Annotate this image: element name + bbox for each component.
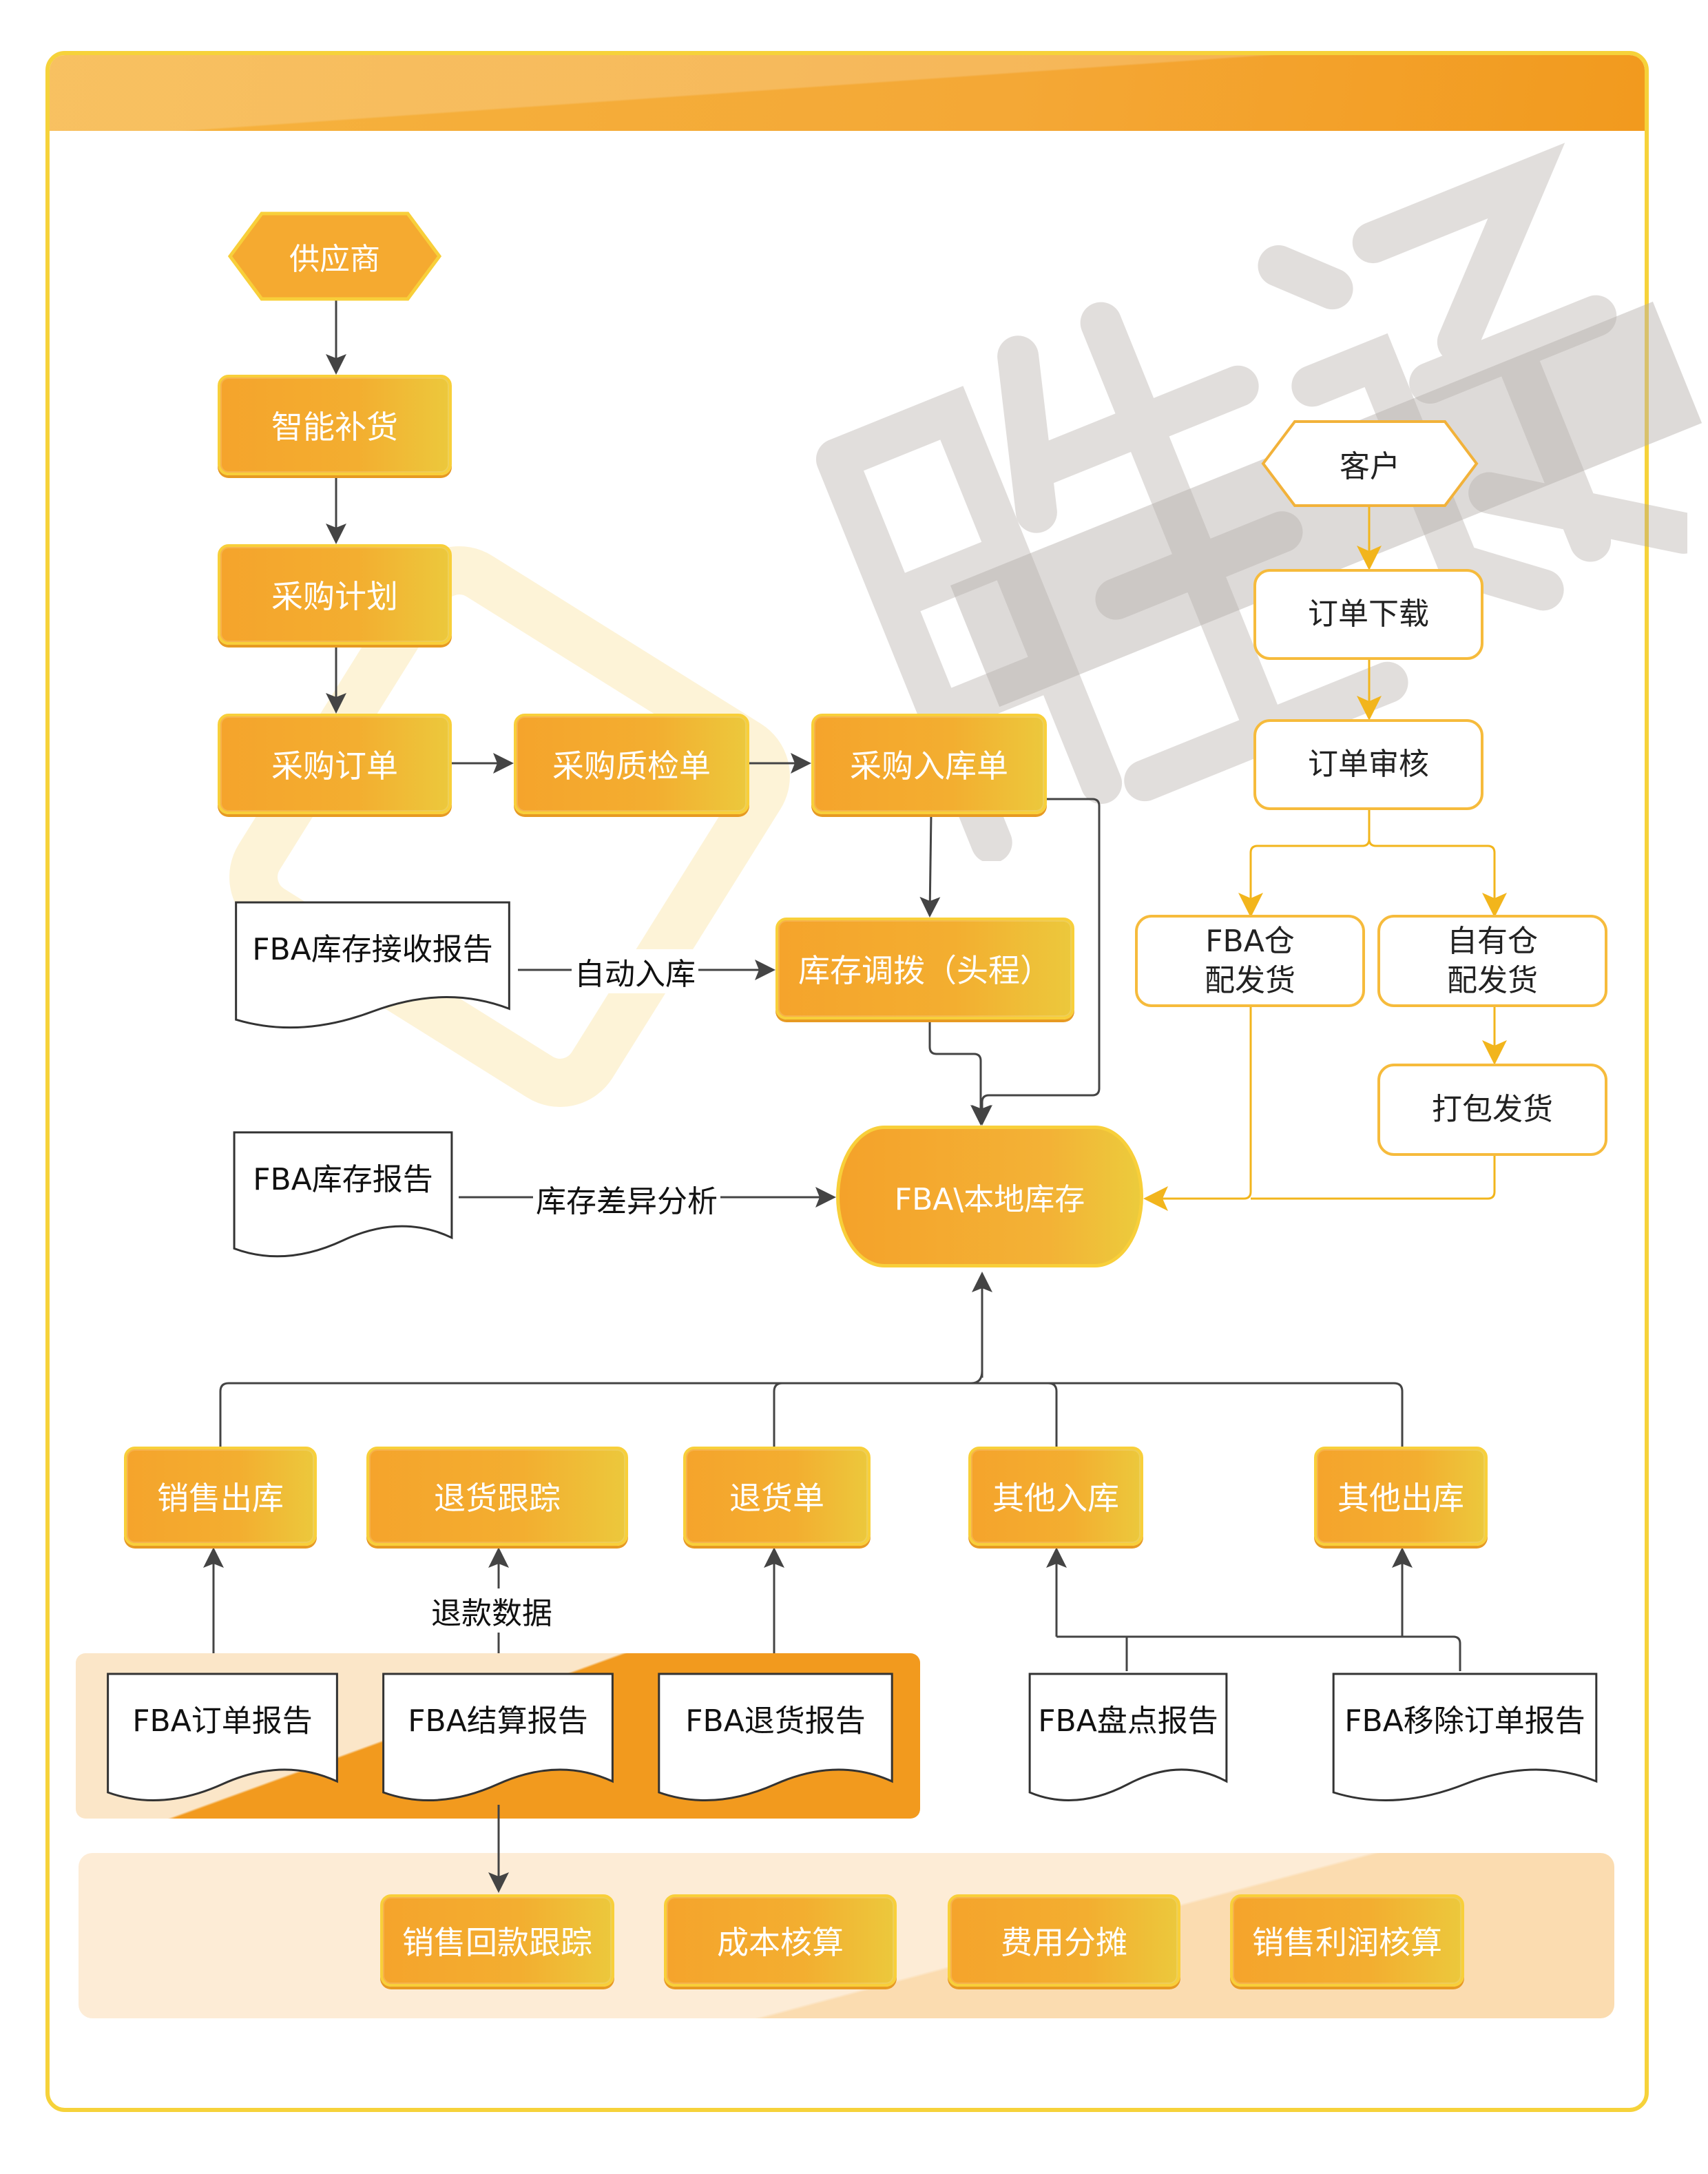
sales-collection-node[interactable]: 销售回款跟踪 bbox=[380, 1894, 614, 1987]
purchase-order-node[interactable]: 采购订单 bbox=[218, 714, 452, 814]
smart-replenish-node[interactable]: 智能补货 bbox=[218, 375, 452, 475]
purchase-plan-node[interactable]: 采购计划 bbox=[218, 544, 452, 645]
supplier-hexagon-shape bbox=[227, 211, 442, 301]
sales-outbound-node[interactable]: 销售出库 bbox=[124, 1447, 317, 1546]
refund-data-label: 退款数据 bbox=[428, 1588, 555, 1633]
order-download-node[interactable]: 订单下载 bbox=[1253, 569, 1483, 660]
other-outbound-node[interactable]: 其他出库 bbox=[1314, 1447, 1488, 1546]
customer-hexagon-shape bbox=[1261, 420, 1479, 507]
doc-label: FBA库存报告 bbox=[253, 1162, 433, 1197]
order-review-node[interactable]: 订单审核 bbox=[1253, 719, 1483, 810]
supplier-node[interactable]: 供应商 bbox=[289, 242, 380, 277]
profit-accounting-node[interactable]: 销售利润核算 bbox=[1230, 1894, 1464, 1987]
fba-order-report-doc[interactable]: FBA订单报告 bbox=[101, 1671, 344, 1809]
qc-order-node[interactable]: 采购质检单 bbox=[514, 714, 749, 814]
local-inventory-label: FBA\本地库存 bbox=[894, 1182, 1085, 1217]
local-inventory-node[interactable]: FBA\本地库存 bbox=[836, 1126, 1143, 1267]
header-bar bbox=[50, 55, 1645, 131]
fba-ship-node[interactable]: FBA仓 配发货 bbox=[1135, 915, 1365, 1007]
return-order-node[interactable]: 退货单 bbox=[683, 1447, 871, 1546]
diff-analysis-label: 库存差异分析 bbox=[533, 1177, 720, 1221]
doc-label: FBA退货报告 bbox=[685, 1704, 866, 1739]
doc-label: FBA订单报告 bbox=[132, 1704, 313, 1739]
doc-label: FBA盘点报告 bbox=[1038, 1704, 1218, 1739]
fba-return-report-doc[interactable]: FBA退货报告 bbox=[652, 1671, 899, 1809]
inbound-order-node[interactable]: 采购入库单 bbox=[811, 714, 1047, 814]
fba-inventory-report-doc[interactable]: FBA库存报告 bbox=[227, 1130, 459, 1265]
doc-label: FBA库存接收报告 bbox=[252, 932, 493, 967]
pack-ship-node[interactable]: 打包发货 bbox=[1377, 1064, 1607, 1156]
other-inbound-node[interactable]: 其他入库 bbox=[968, 1447, 1143, 1546]
auto-inbound-label: 自动入库 bbox=[572, 949, 698, 993]
fba-stocktake-report-doc[interactable]: FBA盘点报告 bbox=[1023, 1671, 1233, 1809]
doc-label: FBA移除订单报告 bbox=[1344, 1704, 1585, 1739]
return-tracking-node[interactable]: 退货跟踪 bbox=[366, 1447, 628, 1546]
transfer-node[interactable]: 库存调拨（头程） bbox=[775, 918, 1074, 1019]
doc-label: FBA结算报告 bbox=[408, 1704, 588, 1739]
fba-receipt-report-doc[interactable]: FBA库存接收报告 bbox=[227, 900, 518, 1036]
fba-removal-report-doc[interactable]: FBA移除订单报告 bbox=[1325, 1671, 1605, 1809]
expense-allocation-node[interactable]: 费用分摊 bbox=[948, 1894, 1180, 1987]
customer-node[interactable]: 客户 bbox=[1340, 449, 1400, 484]
own-ship-node[interactable]: 自有仓 配发货 bbox=[1377, 915, 1607, 1007]
cost-accounting-node[interactable]: 成本核算 bbox=[664, 1894, 897, 1987]
fba-settlement-report-doc[interactable]: FBA结算报告 bbox=[376, 1671, 620, 1809]
